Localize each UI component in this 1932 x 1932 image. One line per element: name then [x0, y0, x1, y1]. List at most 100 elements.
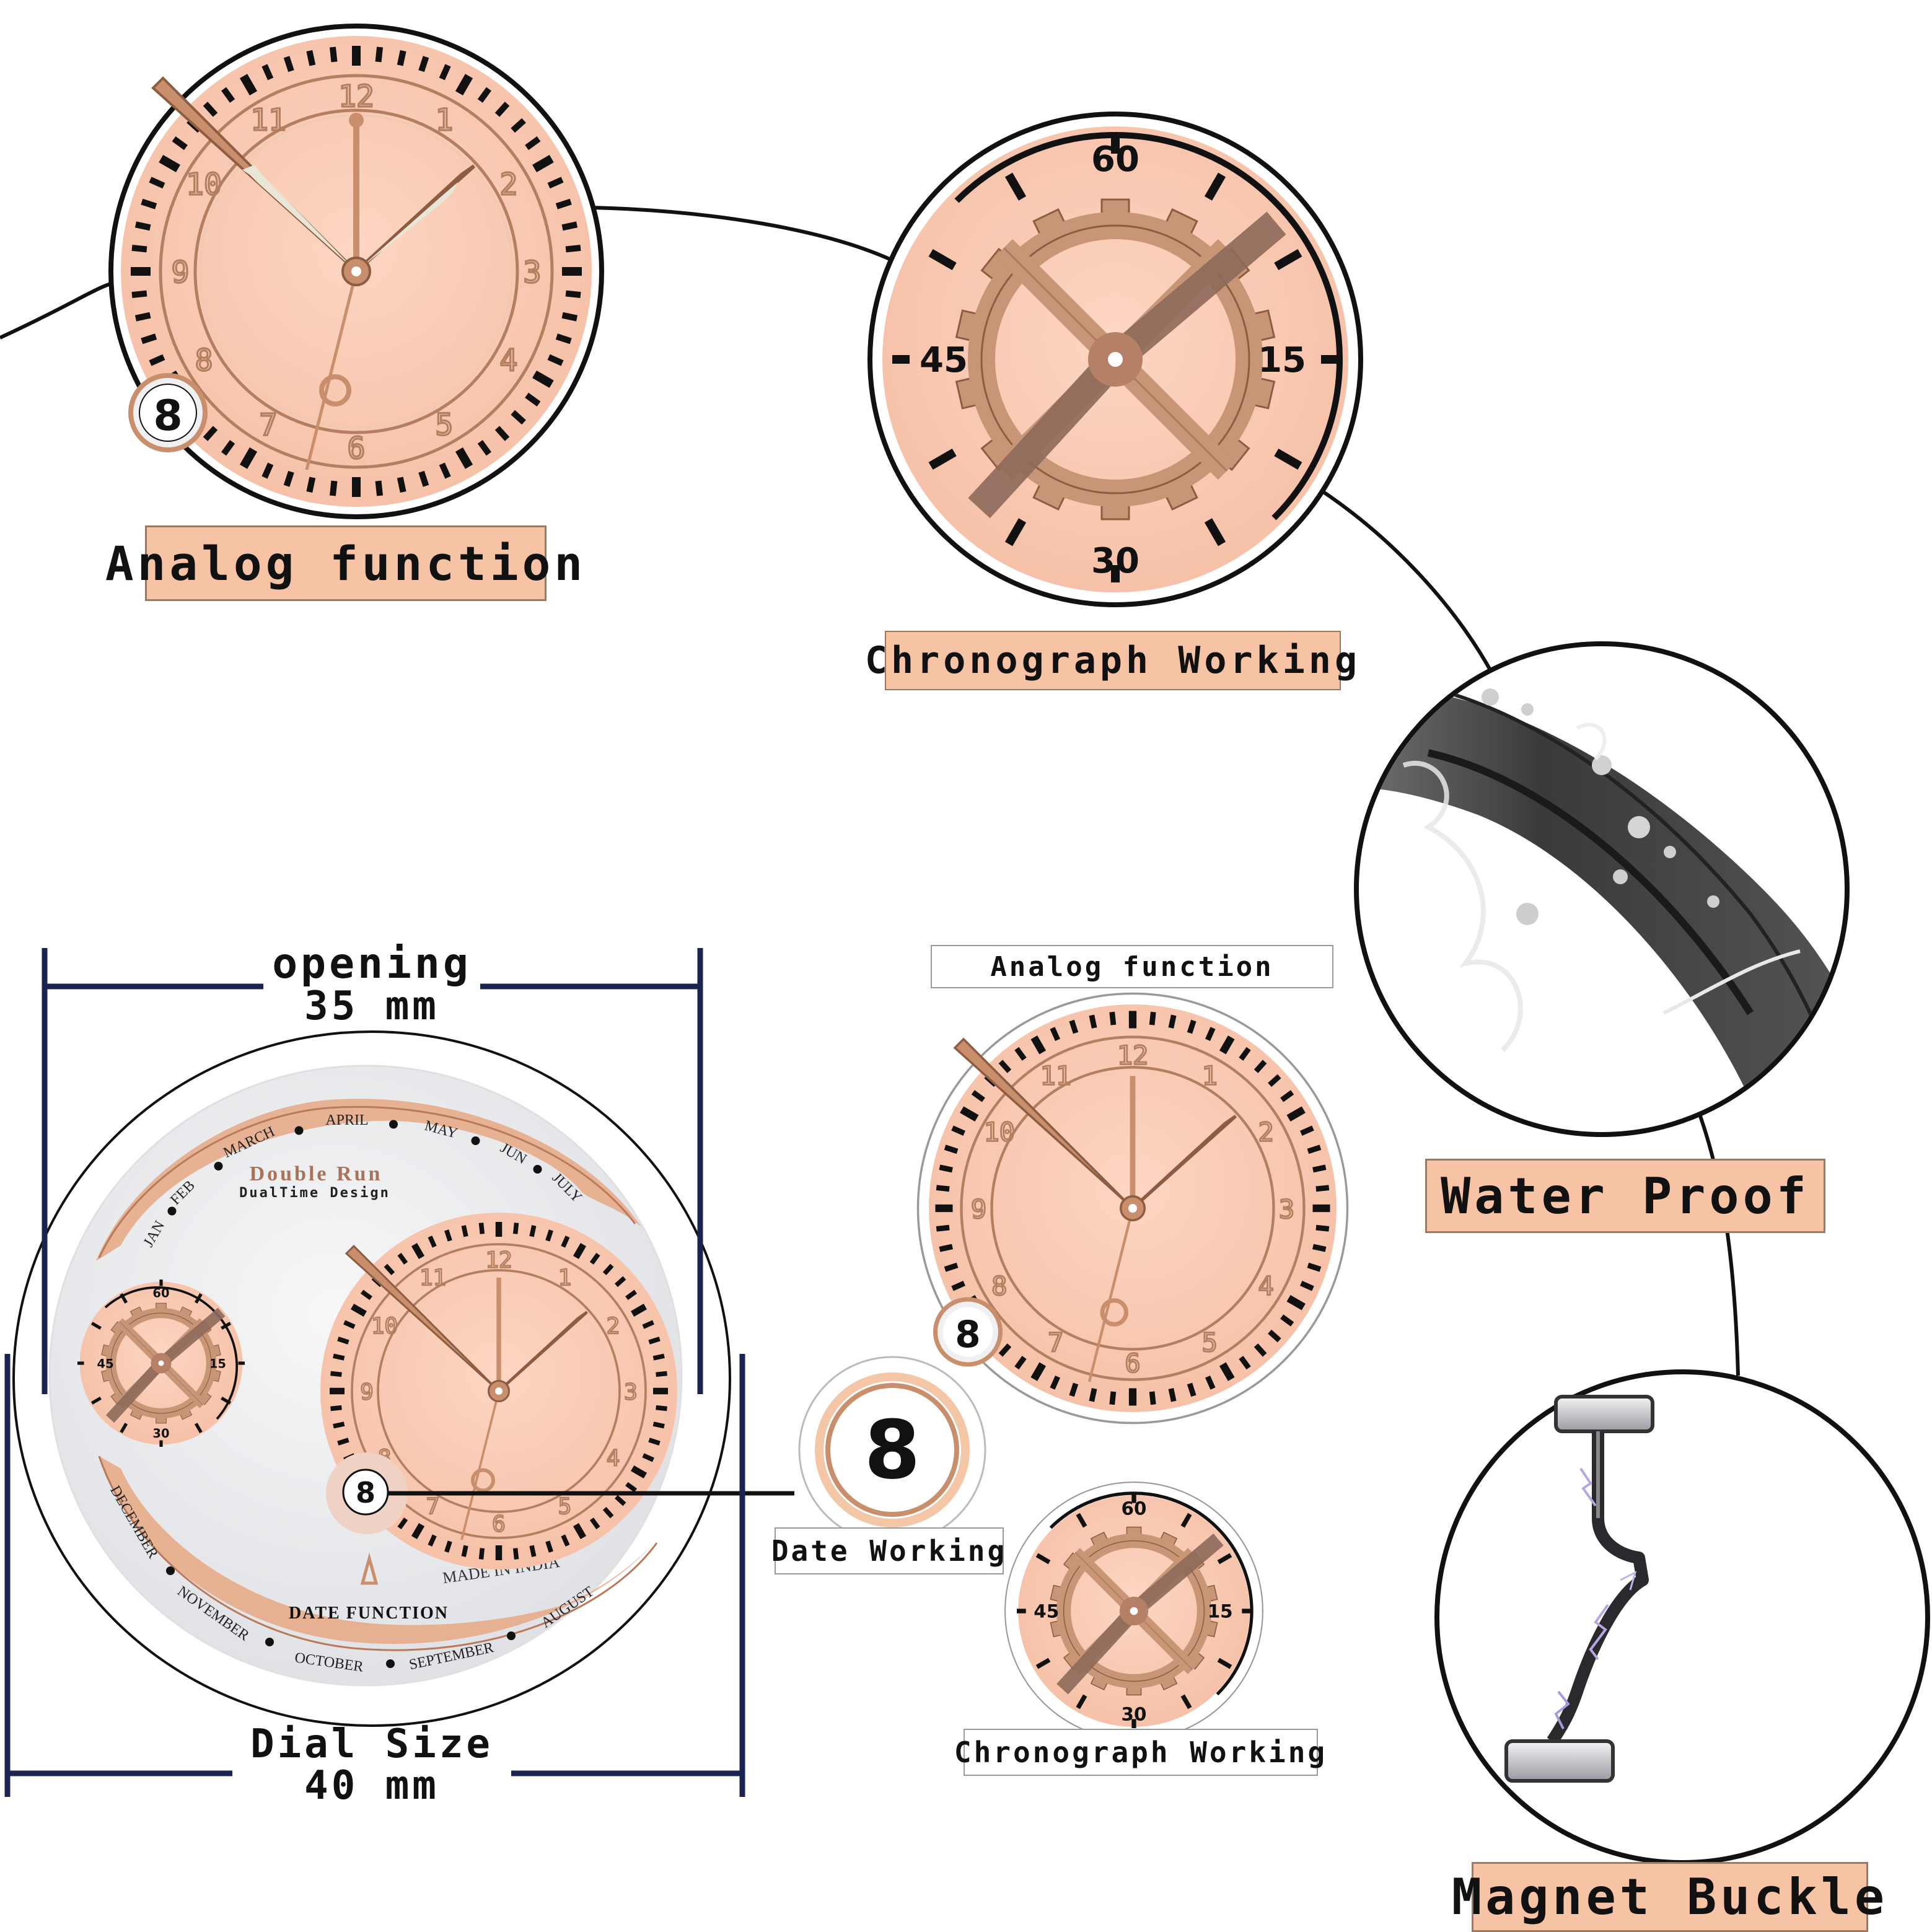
- minute-tick: [333, 1353, 345, 1361]
- minute-tick: [631, 1465, 648, 1479]
- minute-tick: [397, 476, 406, 493]
- svg-text:60: 60: [1122, 1498, 1147, 1519]
- minute-tick: [350, 1303, 367, 1317]
- minute-tick: [306, 476, 316, 493]
- chrono-tick: [1180, 1694, 1192, 1710]
- minute-tick: [1307, 1144, 1322, 1154]
- minute-tick: [428, 1534, 437, 1547]
- minute-tick: [998, 1060, 1012, 1073]
- minute-tick: [648, 1438, 661, 1446]
- minute-tick: [1069, 1019, 1079, 1034]
- minute-tick: [384, 1263, 395, 1276]
- chrono-tick: [1180, 1513, 1192, 1528]
- minute-tick: [261, 64, 274, 81]
- minute-tick: [494, 102, 510, 117]
- opening-dimension-label: opening 35 mm: [248, 942, 496, 1028]
- hour-numeral: 2: [1258, 1117, 1274, 1148]
- minute-tick: [134, 312, 151, 322]
- chrono-tick: [221, 1396, 232, 1405]
- minute-tick: [1268, 1329, 1281, 1343]
- minute-tick: [1300, 1281, 1314, 1291]
- gear-pin: [1130, 1607, 1138, 1615]
- hour-numeral: 1: [436, 103, 454, 138]
- minute-tick: [494, 426, 510, 441]
- month-dot: [533, 1165, 542, 1174]
- minute-tick: [545, 1540, 553, 1553]
- svg-text:Double Run: Double Run: [250, 1162, 383, 1185]
- minute-tick: [971, 1090, 985, 1102]
- hour-numeral: 1: [1202, 1061, 1218, 1091]
- hour-numeral: 2: [499, 167, 517, 202]
- minute-tick: [960, 1106, 979, 1122]
- svg-text:45: 45: [920, 340, 968, 380]
- minute-tick: [1219, 1035, 1235, 1055]
- chrono-tick: [221, 1322, 232, 1330]
- minute-tick: [547, 177, 564, 189]
- chrono-tick: [120, 1293, 128, 1304]
- chrono-hand: [1056, 1605, 1140, 1695]
- hour-numeral: 10: [371, 1314, 398, 1339]
- minute-tick: [1014, 1047, 1027, 1061]
- chrono-tick: [1204, 518, 1226, 547]
- minute-tick: [529, 1225, 537, 1237]
- minute-tick: [477, 87, 491, 103]
- minute-tick: [573, 1242, 587, 1259]
- chrono-tick: [194, 1293, 203, 1304]
- chrono-tick: [1076, 1694, 1087, 1710]
- chrono-hand: [1128, 1533, 1224, 1617]
- minute-tick: [1187, 1019, 1197, 1034]
- minute-tick: [602, 1506, 614, 1519]
- minute-tick: [330, 1371, 342, 1377]
- hour-numeral: 2: [607, 1314, 620, 1339]
- minute-tick: [565, 290, 581, 299]
- minute-tick: [477, 440, 491, 456]
- hour-numeral: 11: [419, 1265, 446, 1291]
- minute-tick: [1219, 1362, 1235, 1381]
- callout-date-working: Date Working: [771, 1527, 1004, 1574]
- minute-tick: [375, 46, 384, 63]
- minute-tick: [1280, 1090, 1294, 1102]
- minute-tick: [1050, 1027, 1060, 1041]
- minute-tick: [306, 50, 316, 66]
- callout-chronograph-working-small: Chronograph Working: [954, 1729, 1325, 1776]
- svg-text:8: 8: [955, 1314, 980, 1356]
- gear-ring-edge: [980, 224, 1250, 494]
- minute-tick: [149, 177, 165, 189]
- minute-tick: [602, 1263, 614, 1276]
- minute-tick: [642, 1320, 654, 1329]
- minute-tick: [397, 50, 406, 66]
- minute-tick: [1030, 1035, 1047, 1055]
- minute-tick: [1286, 1106, 1306, 1122]
- minute-tick: [333, 1421, 345, 1429]
- minute-tick: [360, 1289, 372, 1301]
- minute-tick: [1239, 1356, 1251, 1370]
- minute-tick: [998, 1343, 1012, 1357]
- hour-numeral: 4: [499, 343, 517, 378]
- minute-tick: [1109, 1011, 1117, 1025]
- minute-tick: [561, 312, 578, 322]
- minute-tick: [439, 64, 451, 81]
- gear-ring-edge: [110, 1312, 212, 1414]
- chrono-tick: [1004, 172, 1027, 201]
- hour-numeral: 8: [195, 343, 213, 378]
- minute-tick: [939, 1164, 953, 1173]
- svg-text:15: 15: [209, 1357, 226, 1371]
- hour-numeral: 5: [436, 408, 454, 442]
- minute-tick: [614, 1276, 626, 1288]
- minute-tick: [329, 46, 338, 63]
- minute-tick: [936, 1185, 950, 1192]
- dial-size-dimension-label: Dial Size 40 mm: [235, 1723, 508, 1807]
- minute-tick: [1312, 1164, 1327, 1173]
- hour-numeral: 7: [1048, 1327, 1063, 1358]
- chrono-tick: [928, 448, 957, 470]
- svg-text:8: 8: [356, 1476, 375, 1509]
- minute-tick: [525, 392, 541, 406]
- minute-tick: [561, 1534, 570, 1547]
- chrono-hand: [105, 1359, 165, 1423]
- hour-numeral: 11: [250, 103, 286, 138]
- minute-tick: [1286, 1294, 1306, 1311]
- chrono-tick: [1035, 1553, 1051, 1565]
- minute-tick: [642, 1453, 654, 1462]
- svg-text:30: 30: [1122, 1703, 1147, 1724]
